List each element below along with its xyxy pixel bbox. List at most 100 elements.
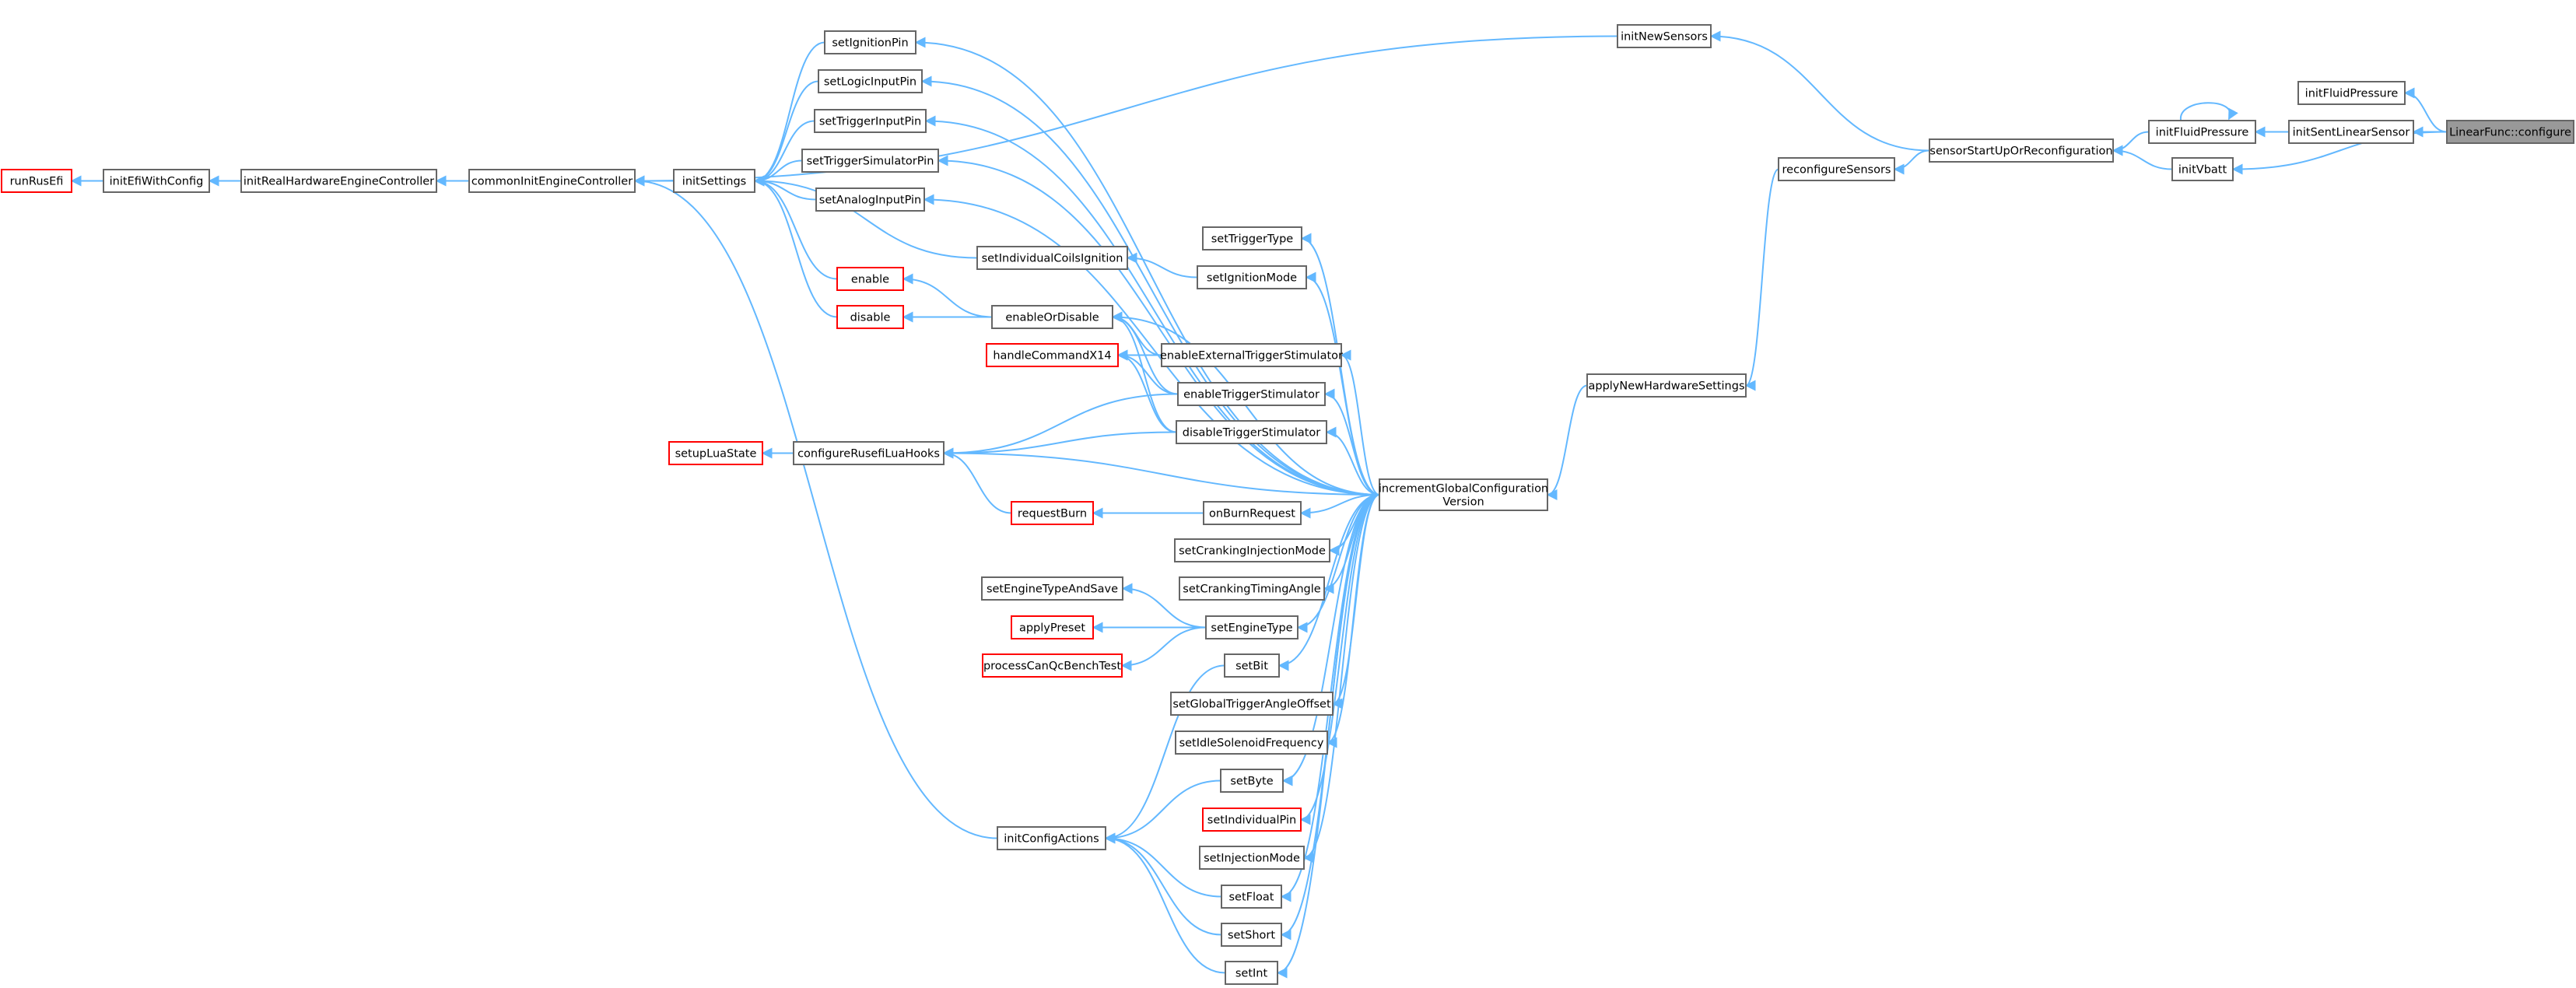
node-processCanQcBenchTest[interactable]: processCanQcBenchTest [982,653,1123,678]
edge-incrementGlobalConfigurationVersion-to-setInjectionMode [1302,494,1380,864]
node-label: onBurnRequest [1209,508,1295,520]
edges-layer [70,30,2448,979]
edge-initNewSensors-to-commonInitEngineController [633,35,1618,187]
node-enableOrDisable[interactable]: enableOrDisable [991,305,1113,329]
node-label: initFluidPressure [2156,127,2249,139]
node-setLogicInputPin[interactable]: setLogicInputPin [818,69,923,93]
node-box [997,826,1106,850]
node-label: setCrankingInjectionMode [1179,545,1326,558]
node-setEngineType[interactable]: setEngineType [1205,615,1299,639]
node-label: setTriggerType [1211,233,1294,246]
node-box [1778,157,1895,181]
node-label: setShort [1228,930,1275,942]
node-label: disable [850,312,891,324]
node-label: setByte [1230,776,1273,788]
node-setCrankingInjectionMode[interactable]: setCrankingInjectionMode [1174,538,1330,562]
node-label: setLogicInputPin [824,76,916,89]
node-initFluidPressure2[interactable]: initFluidPressure [2148,120,2256,144]
edge-incrementGlobalConfigurationVersion-to-configureRusefiLuaHooks [942,447,1380,496]
node-label: incrementGlobalConfiguration [1379,483,1548,496]
edge-incrementGlobalConfigurationVersion-to-onBurnRequest [1299,494,1380,519]
node-setByte[interactable]: setByte [1220,769,1284,793]
edge-initConfigActions-to-commonInitEngineController [633,175,998,839]
edge-setLogicInputPin-to-initSettings [753,80,819,187]
node-box [1199,846,1305,870]
node-LinearFunc_configure[interactable]: LinearFunc::configure [2446,120,2574,144]
node-runRusEfi[interactable]: runRusEfi [1,169,72,193]
node-initVbatt[interactable]: initVbatt [2171,157,2234,181]
node-setInjectionMode[interactable]: setInjectionMode [1199,846,1305,870]
node-box [240,169,437,193]
nodes-layer: runRusEfi initEfiWithConfig initRealHardwa… [1,24,2574,985]
node-disableTriggerStimulator[interactable]: disableTriggerStimulator [1176,420,1327,444]
edge-enableTriggerStimulator-to-enableOrDisable [1111,311,1179,395]
node-setBit[interactable]: setBit [1224,653,1280,678]
node-setIgnitionMode[interactable]: setIgnitionMode [1197,265,1307,289]
edge-LinearFunc_configure-to-initFluidPressure [2403,87,2448,133]
node-label: configureRusefiLuaHooks [797,448,940,461]
node-setTriggerType[interactable]: setTriggerType [1202,226,1302,251]
node-initSentLinearSensor[interactable]: initSentLinearSensor [2288,120,2414,144]
node-label: initRealHardwareEngineController [244,176,434,188]
node-label: enableTriggerStimulator [1183,389,1320,401]
node-setFloat[interactable]: setFloat [1221,885,1282,909]
node-requestBurn[interactable]: requestBurn [1011,501,1094,525]
node-setAnalogInputPin[interactable]: setAnalogInputPin [815,187,925,212]
node-box [2148,120,2256,144]
node-initEfiWithConfig[interactable]: initEfiWithConfig [103,169,210,193]
node-handleCommandX14[interactable]: handleCommandX14 [986,343,1119,367]
node-box [801,149,939,173]
edge-incrementGlobalConfigurationVersion-to-enableExternalTriggerStimulator [1340,349,1380,496]
node-setCrankingTimingAngle[interactable]: setCrankingTimingAngle [1179,576,1325,601]
edge-incrementGlobalConfigurationVersion-to-enableTriggerStimulator [1323,388,1380,496]
node-box [1929,138,2114,163]
node-label: initVbatt [2178,164,2227,177]
node-setIdleSolenoidFrequency[interactable]: setIdleSolenoidFrequency [1175,730,1328,755]
node-box [1176,420,1327,444]
node-setEngineTypeAndSave[interactable]: setEngineTypeAndSave [981,576,1123,601]
edge-incrementGlobalConfigurationVersion-to-setInt [1276,494,1380,979]
node-box [1202,226,1302,251]
node-commonInitEngineController[interactable]: commonInitEngineController [468,169,636,193]
node-setTriggerSimulatorPin[interactable]: setTriggerSimulatorPin [801,149,939,173]
node-label: setIgnitionPin [832,37,908,50]
node-box [2446,120,2574,144]
node-initSettings[interactable]: initSettings [673,169,755,193]
node-setIndividualCoilsIgnition[interactable]: setIndividualCoilsIgnition [976,246,1128,270]
node-setIndividualPin[interactable]: setIndividualPin [1202,808,1302,832]
node-setInt[interactable]: setInt [1225,961,1278,985]
node-enableExternalTriggerStimulator[interactable]: enableExternalTriggerStimulator [1160,343,1343,367]
node-initRealHardwareEngineController[interactable]: initRealHardwareEngineController [240,169,437,193]
node-label: commonInitEngineController [471,176,633,188]
node-enable[interactable]: enable [836,267,904,291]
node-setupLuaState[interactable]: setupLuaState [668,441,763,465]
node-configureRusefiLuaHooks[interactable]: configureRusefiLuaHooks [793,441,945,465]
edge-incrementGlobalConfigurationVersion-to-setLogicInputPin [920,75,1380,496]
node-initNewSensors[interactable]: initNewSensors [1617,24,1712,48]
node-setGlobalTriggerAngleOffset[interactable]: setGlobalTriggerAngleOffset [1170,692,1334,716]
edge-incrementGlobalConfigurationVersion-to-setByte [1281,494,1380,787]
node-setShort[interactable]: setShort [1221,923,1282,947]
node-reconfigureSensors[interactable]: reconfigureSensors [1778,157,1895,181]
node-initFluidPressure[interactable]: initFluidPressure [2297,81,2406,105]
node-setTriggerInputPin[interactable]: setTriggerInputPin [814,109,927,133]
edge-setIgnitionMode-to-setIndividualCoilsIgnition [1126,252,1198,279]
node-label: initConfigActions [1004,833,1099,846]
edge-setShort-to-initConfigActions [1104,832,1222,936]
node-box [1011,501,1094,525]
node-disable[interactable]: disable [836,305,904,329]
node-onBurnRequest[interactable]: onBurnRequest [1203,501,1302,525]
node-box [1161,343,1342,367]
edge-sensorStartUpOrReconfiguration-to-initNewSensors [1709,30,1930,152]
node-sensorStartUpOrReconfiguration[interactable]: sensorStartUpOrReconfiguration [1929,138,2114,163]
node-setIgnitionPin[interactable]: setIgnitionPin [824,30,916,54]
node-initConfigActions[interactable]: initConfigActions [997,826,1106,850]
node-applyPreset[interactable]: applyPreset [1011,615,1094,639]
edge-initVbatt-to-sensorStartUpOrReconfiguration [2112,145,2173,170]
node-enableTriggerStimulator[interactable]: enableTriggerStimulator [1177,382,1326,406]
node-box [1617,24,1712,48]
node-box [981,576,1123,601]
node-label: initNewSensors [1621,31,1708,44]
node-applyNewHardwareSettings[interactable]: applyNewHardwareSettings [1586,373,1747,398]
